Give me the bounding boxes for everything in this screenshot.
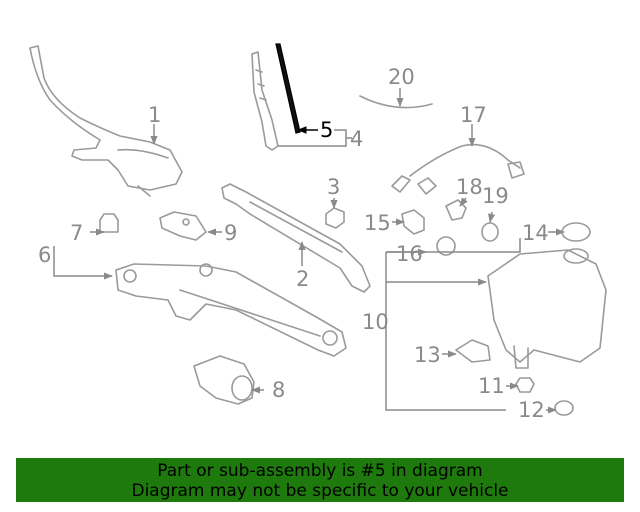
callout-13: 13 <box>414 343 441 367</box>
reservoir-cap-part <box>561 222 591 242</box>
callout-16: 16 <box>396 242 423 266</box>
callout-2: 2 <box>296 267 309 291</box>
callout-7: 7 <box>70 221 83 245</box>
bracket-part <box>159 211 207 241</box>
callout-9: 9 <box>224 221 237 245</box>
leader-lines <box>53 88 565 414</box>
pump-grommet-part <box>436 236 456 256</box>
callout-14: 14 <box>522 221 549 245</box>
callout-15: 15 <box>364 211 391 235</box>
wire-harness-part <box>391 143 525 195</box>
banner-line-2: Diagram may not be specific to your vehi… <box>131 481 509 501</box>
banner-line-1: Part or sub-assembly is #5 in diagram <box>157 461 483 481</box>
callout-1: 1 <box>148 103 161 127</box>
callout-5: 5 <box>320 118 333 142</box>
washer-pump-part <box>401 209 425 235</box>
callout-3: 3 <box>327 175 340 199</box>
wiper-arm-cover-part <box>29 45 183 197</box>
callout-12: 12 <box>518 398 545 422</box>
callout-19: 19 <box>482 184 509 208</box>
reservoir-bracket-part <box>455 339 491 363</box>
seal-part <box>481 222 499 242</box>
wiper-linkage-part <box>115 263 347 357</box>
reservoir-grommet-part <box>515 377 535 393</box>
callout-20: 20 <box>388 65 415 89</box>
callout-11: 11 <box>478 374 505 398</box>
wiper-blade-refill-part <box>275 43 301 134</box>
callout-6: 6 <box>38 243 51 267</box>
wiper-motor-part <box>193 355 255 405</box>
washer-reservoir-part <box>487 248 607 369</box>
washer-hose-part <box>359 95 433 109</box>
callout-10: 10 <box>362 310 389 334</box>
wiper-arm-part <box>221 183 371 293</box>
callout-18: 18 <box>456 175 483 199</box>
nut-part <box>325 207 345 229</box>
parts-diagram: 1 2 3 4 5 6 7 8 9 10 11 12 13 14 15 16 1… <box>29 43 607 422</box>
callout-17: 17 <box>460 103 487 127</box>
callout-4: 4 <box>350 127 363 151</box>
info-banner: Part or sub-assembly is #5 in diagram Di… <box>16 458 624 502</box>
grommet-part <box>99 213 119 233</box>
wiper-blade-part <box>251 51 279 151</box>
o-ring-part <box>554 400 574 416</box>
callout-8: 8 <box>272 378 285 402</box>
callout-labels: 1 2 3 4 5 6 7 8 9 10 11 12 13 14 15 16 1… <box>38 65 549 422</box>
level-sensor-part <box>445 199 467 221</box>
